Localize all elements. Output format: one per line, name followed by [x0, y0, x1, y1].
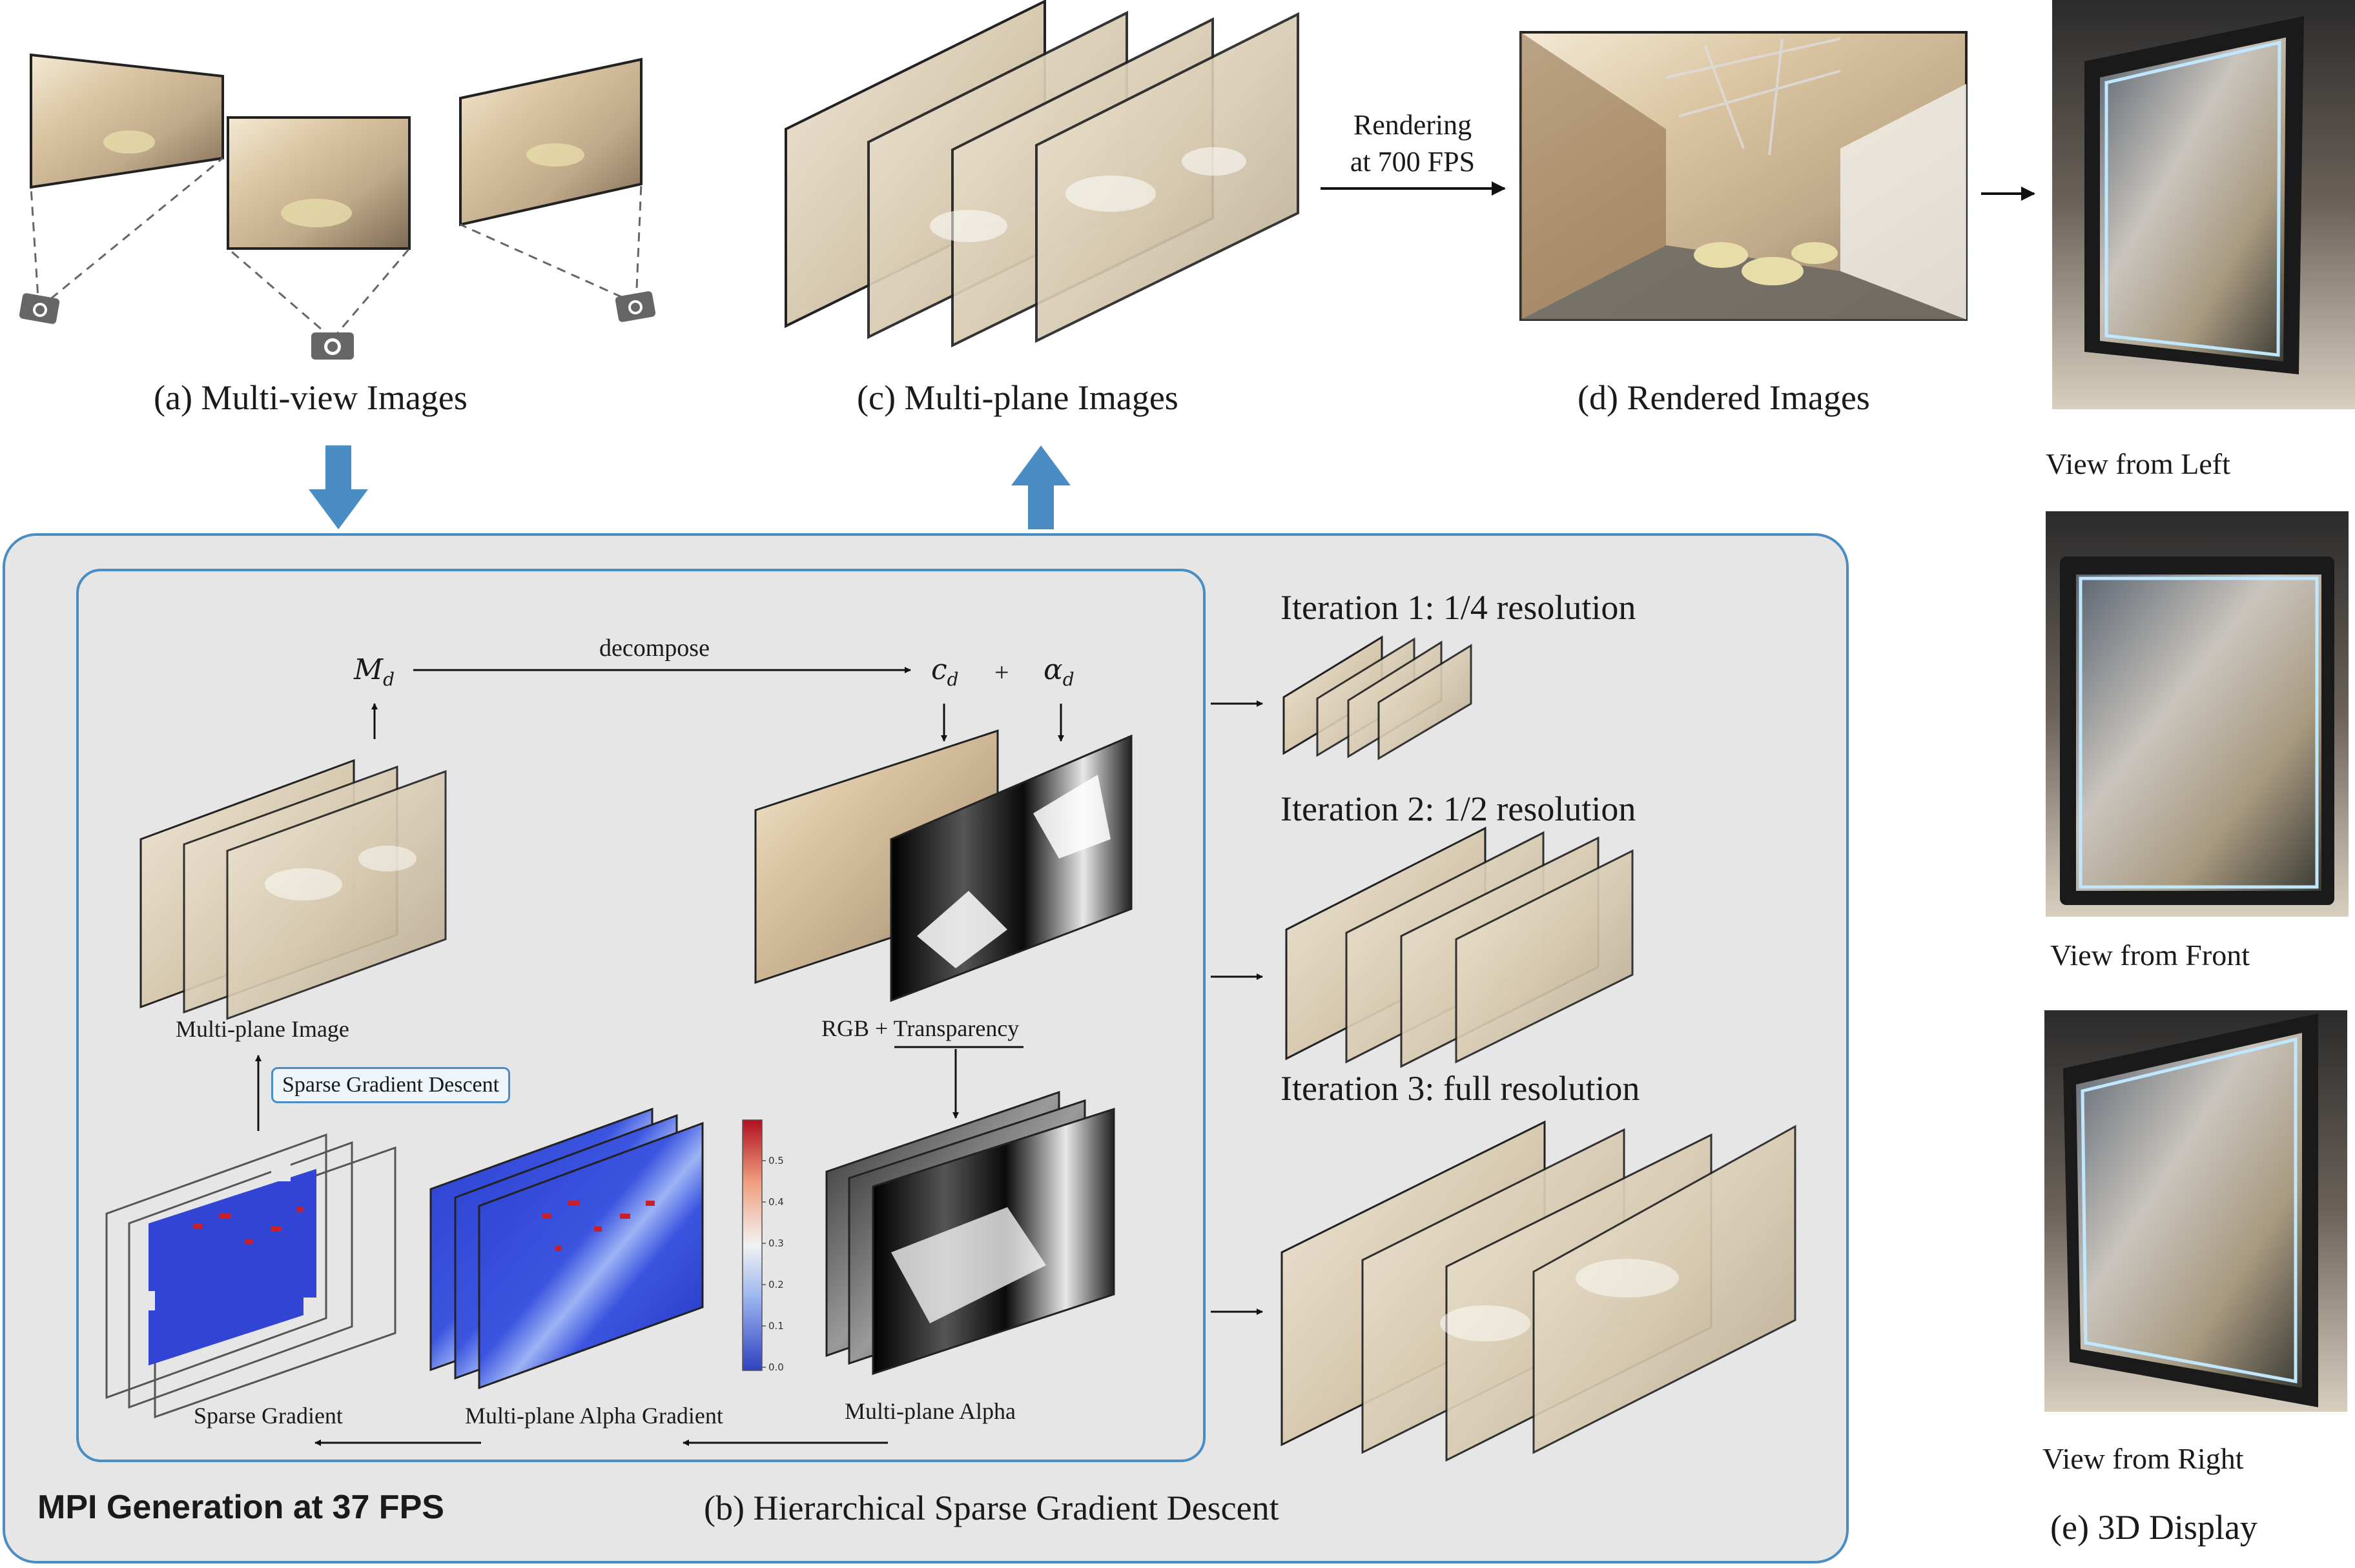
multi-view-images — [19, 53, 656, 360]
display-photo-left — [2052, 0, 2355, 409]
iteration-2-label: Iteration 2: 1/2 resolution — [1280, 789, 1636, 828]
colorbar-tick: 0.4 — [768, 1196, 784, 1208]
multi-plane-alpha-stack — [825, 1090, 1115, 1376]
symbol-alpha-d: αd — [1044, 653, 1075, 690]
iteration-3-label: Iteration 3: full resolution — [1280, 1069, 1640, 1108]
caption-3d-display: (e) 3D Display — [2050, 1508, 2257, 1547]
label-alpha-gradient: Multi-plane Alpha Gradient — [465, 1403, 723, 1429]
symbol-c-d: cd — [931, 653, 959, 690]
render-label-line1: Rendering — [1353, 109, 1472, 141]
camera-icon — [19, 293, 60, 324]
camera-icon — [615, 291, 656, 322]
decompose-label: decompose — [599, 635, 710, 662]
rgb-transparency-pair — [754, 729, 1133, 1003]
caption-hierarchical-sgd: (b) Hierarchical Sparse Gradient Descent — [704, 1489, 1279, 1527]
colorbar-tick: 0.3 — [768, 1237, 784, 1249]
caption-multi-plane: (c) Multi-plane Images — [857, 378, 1178, 417]
colorbar: 0.5 0.4 0.3 0.2 0.1 0.0 — [742, 1119, 784, 1373]
mpi-generation-label: MPI Generation at 37 FPS — [37, 1489, 444, 1526]
symbol-M-d: Md — [354, 653, 395, 690]
camera-icon — [311, 332, 354, 360]
blue-down-arrow — [309, 445, 368, 529]
plus-sign: + — [994, 658, 1009, 687]
caption-multi-view: (a) Multi-view Images — [154, 378, 468, 417]
rendered-image — [1519, 31, 1968, 321]
blue-up-arrow — [1011, 445, 1071, 529]
iteration-3-stack — [1280, 1120, 1796, 1462]
colorbar-tick: 0.2 — [768, 1279, 784, 1290]
alpha-gradient-stack — [429, 1107, 704, 1390]
sparse-gradient-stack — [105, 1133, 396, 1419]
iteration-1-stack — [1282, 635, 1472, 760]
sgd-badge: Sparse Gradient Descent — [271, 1067, 511, 1103]
view-image-center — [227, 116, 411, 250]
label-rgb-transparency: RGB + Transparency — [821, 1015, 1020, 1041]
label-multi-plane-alpha: Multi-plane Alpha — [845, 1398, 1016, 1424]
caption-rendered: (d) Rendered Images — [1578, 378, 1870, 417]
display-photo-right — [2044, 1010, 2347, 1412]
label-sparse-gradient: Sparse Gradient — [194, 1403, 343, 1429]
colorbar-tick: 0.0 — [768, 1361, 784, 1373]
iteration-1-label: Iteration 1: 1/4 resolution — [1280, 588, 1636, 627]
mpi-stack — [139, 759, 447, 1021]
multi-plane-images-top — [785, 0, 1299, 348]
colorbar-tick: 0.1 — [768, 1320, 784, 1332]
view-image-right — [459, 57, 643, 227]
view-from-right: View from Right — [2042, 1442, 2244, 1475]
display-photo-front — [2046, 511, 2349, 917]
render-label-line2: at 700 FPS — [1350, 146, 1476, 178]
view-image-left — [30, 53, 224, 189]
view-from-left: View from Left — [2046, 447, 2230, 480]
label-multi-plane-image: Multi-plane Image — [176, 1016, 349, 1042]
view-from-front: View from Front — [2050, 939, 2250, 972]
colorbar-tick: 0.5 — [768, 1155, 784, 1166]
iteration-2-stack — [1285, 826, 1634, 1068]
